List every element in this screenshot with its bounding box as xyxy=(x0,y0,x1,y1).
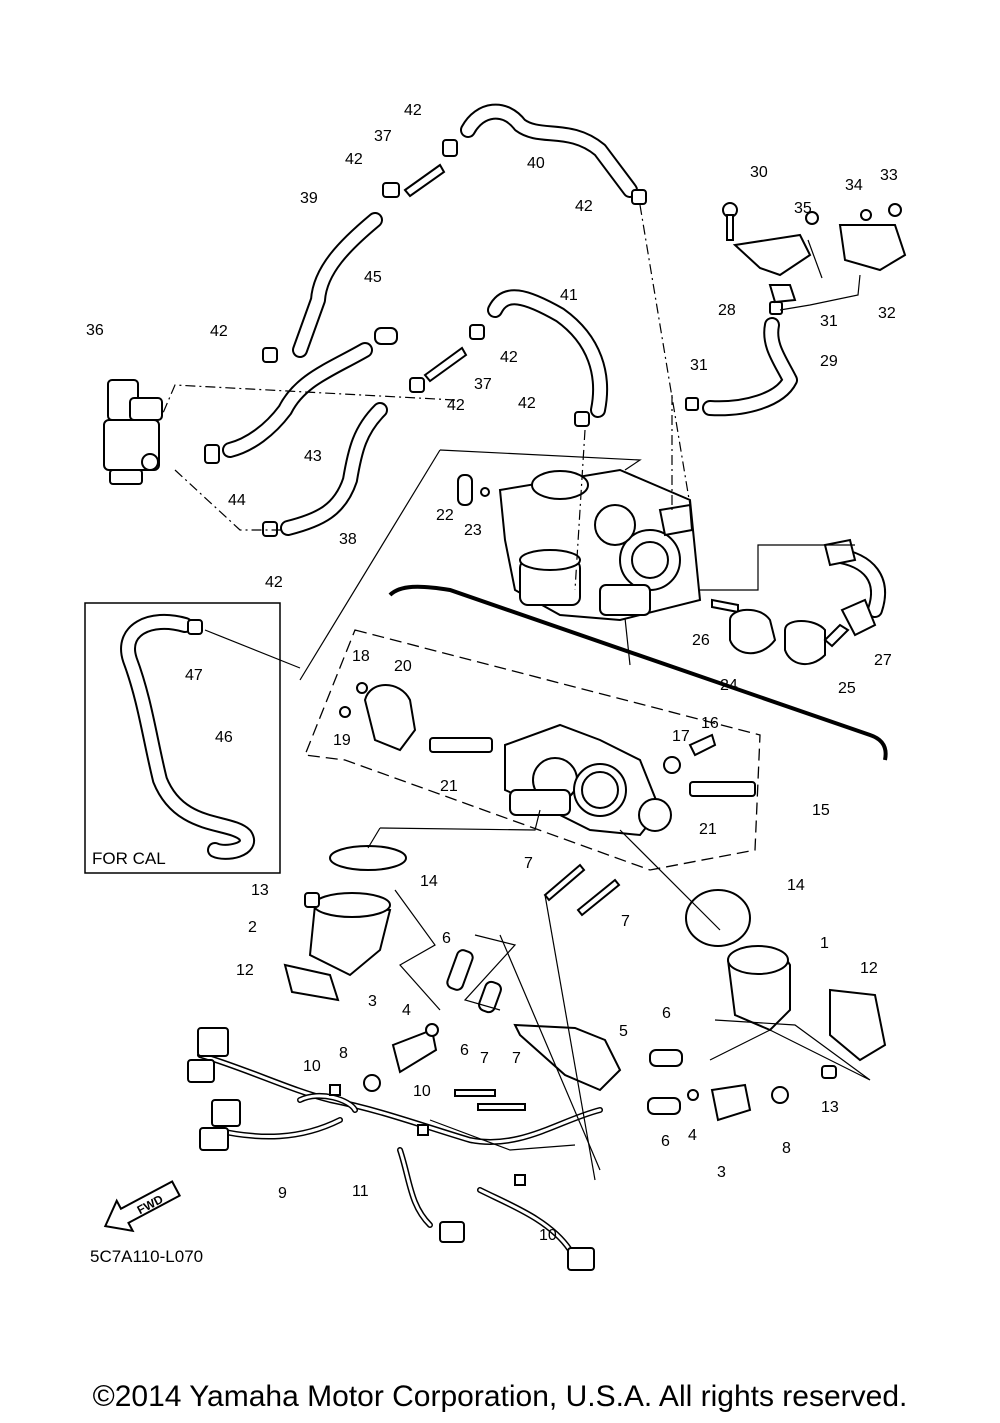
part-number-label: 14 xyxy=(787,877,805,894)
part-number-label: 10 xyxy=(303,1058,321,1075)
part-number-label: 6 xyxy=(460,1042,469,1059)
part-number-label: 13 xyxy=(821,1099,839,1116)
part-number-label: 7 xyxy=(480,1050,489,1067)
part-number-label: 42 xyxy=(265,574,283,591)
part-number-label: 34 xyxy=(845,177,863,194)
part-number-label: 21 xyxy=(699,821,717,838)
lower-leader-lines xyxy=(367,809,871,1181)
part-number-label: 42 xyxy=(575,198,593,215)
part-number-label: 43 xyxy=(304,448,322,465)
part-number-label: 23 xyxy=(464,522,482,539)
part-number-label: 2 xyxy=(248,919,257,936)
part-number-label: 30 xyxy=(750,164,768,181)
drawing-code: 5C7A110-L070 xyxy=(90,1247,203,1266)
part-number-label: 7 xyxy=(621,913,630,930)
small-parts-22-23 xyxy=(457,474,490,506)
part-number-label: 9 xyxy=(278,1185,287,1202)
hose-group xyxy=(120,103,887,860)
part-number-label: 1 xyxy=(820,935,829,952)
sensor-parts-24-27 xyxy=(711,538,877,665)
part-number-label: 4 xyxy=(402,1002,411,1019)
part-number-label: 32 xyxy=(878,305,896,322)
copyright-notice: ©2014 Yamaha Motor Corporation, U.S.A. A… xyxy=(92,1380,908,1413)
part-number-label: 8 xyxy=(782,1140,791,1157)
part-number-label: 38 xyxy=(339,531,357,548)
part-number-label: 42 xyxy=(518,395,536,412)
part-number-label: 3 xyxy=(717,1164,726,1181)
part-number-label: 35 xyxy=(794,200,812,217)
inset-box xyxy=(84,602,281,874)
part-number-label: 42 xyxy=(404,102,422,119)
part-number-label: 25 xyxy=(838,680,856,697)
part-number-label: 8 xyxy=(339,1045,348,1062)
exploded-box-15 xyxy=(304,629,761,871)
part-number-label: 46 xyxy=(215,729,233,746)
part-number-label: 40 xyxy=(527,155,545,172)
part-number-label: 21 xyxy=(440,778,458,795)
part-number-label: 36 xyxy=(86,322,104,339)
part-number-label: 41 xyxy=(560,287,578,304)
part-number-label: 29 xyxy=(820,353,838,370)
part-number-label: 14 xyxy=(420,873,438,890)
part-number-label: 26 xyxy=(692,632,710,649)
part-number-label: 18 xyxy=(352,648,370,665)
part-number-label: 37 xyxy=(374,128,392,145)
inset-label: FOR CAL xyxy=(92,849,166,868)
sensor-bracket-assembly xyxy=(722,202,907,304)
part-number-label: 44 xyxy=(228,492,246,509)
part-number-label: 4 xyxy=(688,1127,697,1144)
assembly-leader-lines xyxy=(159,204,861,681)
part-number-label: 47 xyxy=(185,667,203,684)
part-number-label: 42 xyxy=(210,323,228,340)
part-number-label: 5 xyxy=(619,1023,628,1040)
part-number-label: 42 xyxy=(500,349,518,366)
part-number-label: 20 xyxy=(394,658,412,675)
wire-harness xyxy=(187,1027,603,1271)
part-number-label: 42 xyxy=(447,397,465,414)
part-number-label: 39 xyxy=(300,190,318,207)
part-number-label: 31 xyxy=(820,313,838,330)
part-number-label: 17 xyxy=(672,728,690,745)
part-number-label: 22 xyxy=(436,507,454,524)
part-number-label: 6 xyxy=(662,1005,671,1022)
throttle-body-assembly xyxy=(498,468,702,622)
part-number-label: 19 xyxy=(333,732,351,749)
part-number-label: 10 xyxy=(413,1083,431,1100)
part-number-label: 37 xyxy=(474,376,492,393)
part-number-label: 11 xyxy=(352,1183,369,1200)
part-number-label: 7 xyxy=(512,1050,521,1067)
fwd-arrow: FWD xyxy=(103,1180,182,1233)
part-number-label: 3 xyxy=(368,993,377,1010)
part-number-label: 31 xyxy=(690,357,708,374)
part-number-label: 45 xyxy=(364,269,382,286)
part-number-label: 6 xyxy=(442,930,451,947)
hose-clamps xyxy=(187,139,783,635)
part-number-label: 42 xyxy=(345,151,363,168)
part-number-label: 28 xyxy=(718,302,736,319)
part-number-label: 10 xyxy=(539,1227,557,1244)
part-number-label: 12 xyxy=(860,960,878,977)
lower-intake-parts xyxy=(283,845,887,1122)
part-number-label: 33 xyxy=(880,167,898,184)
air-valve-36 xyxy=(103,379,163,485)
part-number-label: 12 xyxy=(236,962,254,979)
part-number-label: 16 xyxy=(701,715,719,732)
part-number-label: 27 xyxy=(874,652,892,669)
part-number-label: 15 xyxy=(812,802,830,819)
part-number-label: 7 xyxy=(524,855,533,872)
part-number-label: 13 xyxy=(251,882,269,899)
part-number-label: 24 xyxy=(720,677,738,694)
part-number-label: 6 xyxy=(661,1133,670,1150)
exploded-bracket xyxy=(388,584,888,761)
exploded-throttle-body xyxy=(339,682,756,837)
